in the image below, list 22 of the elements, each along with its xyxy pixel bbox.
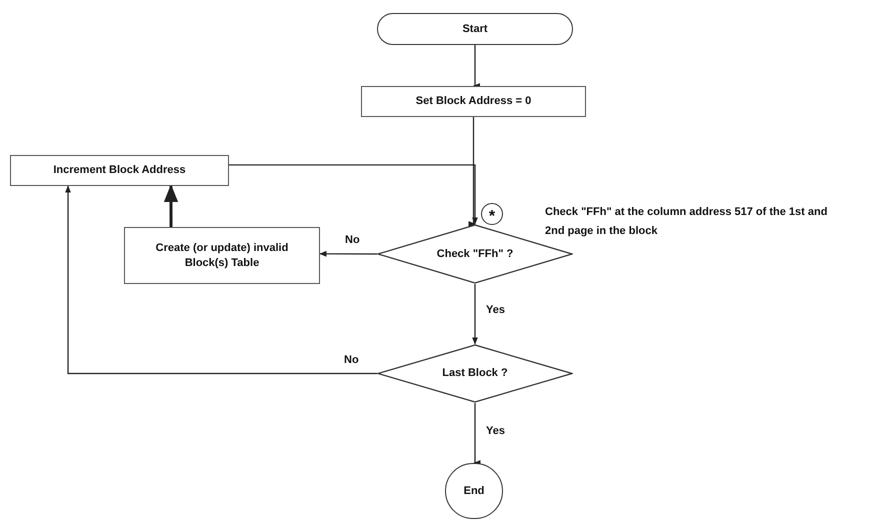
arrow [472,284,478,345]
node-text: Create (or update) invalid Block(s) Table [154,240,290,270]
node-text: Last Block ? [441,366,509,381]
arrow [65,185,377,374]
arrow [229,164,478,225]
arrow [468,117,476,227]
node-text: Increment Block Address [52,163,187,178]
node-text: End [462,484,486,498]
node-text: Start [461,22,489,36]
node-text: Set Block Address = 0 [414,94,532,109]
arrow [473,403,480,466]
decision-diamond [377,344,573,403]
note-text: Check "FFh" at the column address 517 of the 1st and 2nd page in the block [545,205,828,239]
process-box [10,155,229,186]
node-text: Check "FFh" ? [436,246,514,262]
start-terminal [377,13,573,45]
arrow [164,184,178,227]
process-box [124,227,320,284]
arrow [472,45,480,89]
process-box [361,86,586,117]
asterisk-mark: * [481,203,503,225]
arrow [319,250,377,257]
